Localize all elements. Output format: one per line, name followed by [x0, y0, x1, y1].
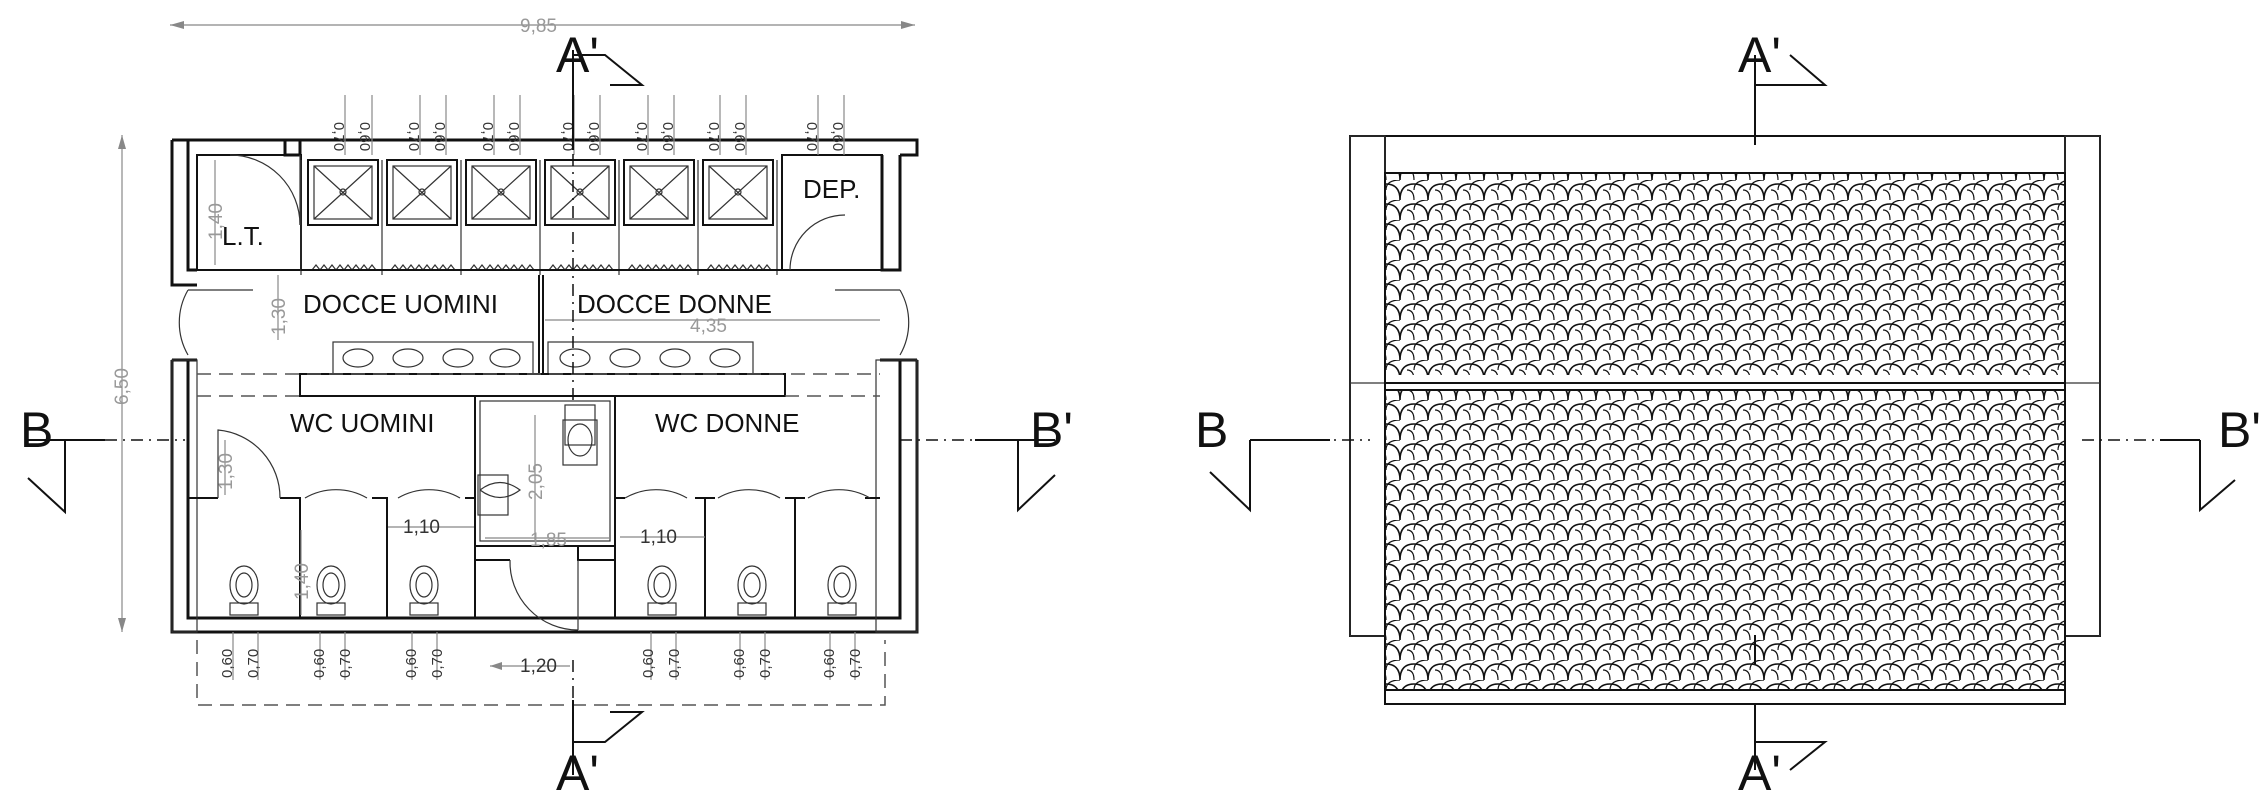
shower-cubicle	[307, 159, 379, 226]
shower-dim-3b: 0,60	[505, 122, 522, 151]
wc-area: WC UOMINI WC DONNE 1,30 1,40 1,10	[188, 395, 880, 631]
roof-plan: A' A' B B'	[1195, 27, 2261, 801]
section-markers-roof: A' A' B B'	[1195, 27, 2261, 801]
shower-dim-2a: 0,70	[405, 122, 422, 151]
wc-dim-6b: 0,70	[847, 649, 864, 678]
corridor: 1,30 4,35 DOCCE UOMINI DOCCE DONNE	[178, 275, 910, 373]
showers-men-label: DOCCE UOMINI	[303, 289, 498, 319]
toilet	[316, 565, 346, 616]
toilet	[737, 565, 767, 616]
section-a-bottom-roof: A'	[1738, 745, 1781, 801]
wc-dim-2a: 0,60	[311, 649, 328, 678]
shower-cubicles	[300, 159, 782, 275]
shower-cubicle	[702, 159, 774, 226]
lt-room-label: L.T.	[222, 221, 264, 251]
outer-walls	[170, 138, 919, 634]
shower-cubicle	[544, 159, 616, 226]
cubicle-depth-label: 1,40	[292, 563, 313, 600]
wc-dim-4a: 0,60	[640, 649, 657, 678]
shower-dim-5a: 0,70	[633, 122, 650, 151]
wc-width-right-label: 1,10	[640, 527, 677, 548]
overall-width-dimension: 9,85	[170, 16, 915, 37]
shower-dim-4b: 0,60	[585, 122, 602, 151]
section-a-top-roof: A'	[1738, 27, 1781, 83]
wc-dim-5a: 0,60	[731, 649, 748, 678]
wc-dim-3b: 0,70	[429, 649, 446, 678]
shower-dim-4a: 0,70	[559, 122, 576, 151]
wc-dim-4b: 0,70	[666, 649, 683, 678]
shower-dim-7b: 0,60	[829, 122, 846, 151]
section-b-right-roof: B'	[2218, 402, 2261, 458]
section-b-left-plan: B	[20, 402, 53, 458]
disabled-width-label: 1,85	[530, 530, 567, 551]
overall-depth-dimension: 6,50	[112, 135, 133, 632]
shower-dim-1b: 0,60	[356, 122, 373, 151]
shower-dim-6b: 0,60	[731, 122, 748, 151]
showers-women-label: DOCCE DONNE	[577, 289, 772, 319]
shower-dimensions: 0,70 0,60 0,70 0,60 0,70 0,60 0,70 0,60 …	[330, 95, 846, 155]
overall-width-label: 9,85	[520, 16, 557, 37]
toilet	[409, 565, 439, 616]
shower-cubicle	[465, 159, 537, 226]
wc-bottom-dimensions: 0,60 0,70 0,60 0,70 0,60 0,70 0,60 0,70 …	[219, 632, 864, 680]
section-a-top-plan: A'	[556, 27, 599, 83]
wc-men-label: WC UOMINI	[290, 408, 434, 438]
section-markers-plan: A' A' B B'	[20, 27, 1073, 801]
shower-cubicle	[386, 159, 458, 226]
overall-depth-label: 6,50	[112, 368, 133, 405]
women-corridor-dim-label: 4,35	[690, 316, 727, 337]
entrance-dim-label: 1,20	[520, 656, 557, 677]
lt-height-label: 1,40	[206, 203, 227, 240]
shower-dim-7a: 0,70	[803, 122, 820, 151]
roof-tiles-lower	[1385, 390, 2065, 690]
wc-dim-6a: 0,60	[821, 649, 838, 678]
section-a-bottom-plan: A'	[556, 745, 599, 801]
wc-width-left-label: 1,10	[403, 517, 440, 538]
toilet	[647, 565, 677, 616]
wc-depth-label: 1,30	[216, 453, 237, 490]
wc-dim-5b: 0,70	[757, 649, 774, 678]
shower-cubicle	[623, 159, 695, 226]
toilet	[229, 565, 259, 616]
shower-dim-5b: 0,60	[659, 122, 676, 151]
shower-dim-2b: 0,60	[431, 122, 448, 151]
wc-dim-1a: 0,60	[219, 649, 236, 678]
lt-room: 1,40 L.T.	[196, 154, 302, 271]
wc-dim-3a: 0,60	[403, 649, 420, 678]
dep-room-label: DEP.	[803, 174, 860, 204]
section-b-left-roof: B	[1195, 402, 1228, 458]
disabled-toilet: 2,05 1,85	[474, 395, 616, 631]
disabled-depth-label: 2,05	[526, 463, 547, 500]
dep-room: DEP.	[781, 154, 883, 271]
wc-dim-1b: 0,70	[245, 649, 262, 678]
shower-dim-3a: 0,70	[479, 122, 496, 151]
floor-plan: 9,85 6,50 1,40 L.T.	[20, 16, 1073, 801]
section-b-right-plan: B'	[1030, 402, 1073, 458]
wc-women-label: WC DONNE	[655, 408, 799, 438]
shower-dim-1a: 0,70	[330, 122, 347, 151]
toilet	[827, 565, 857, 616]
dashed-outline	[196, 373, 886, 706]
corridor-dim-label: 1,30	[269, 298, 290, 335]
roof-tiles-upper	[1385, 173, 2065, 375]
shower-dim-6a: 0,70	[705, 122, 722, 151]
wc-dim-2b: 0,70	[337, 649, 354, 678]
